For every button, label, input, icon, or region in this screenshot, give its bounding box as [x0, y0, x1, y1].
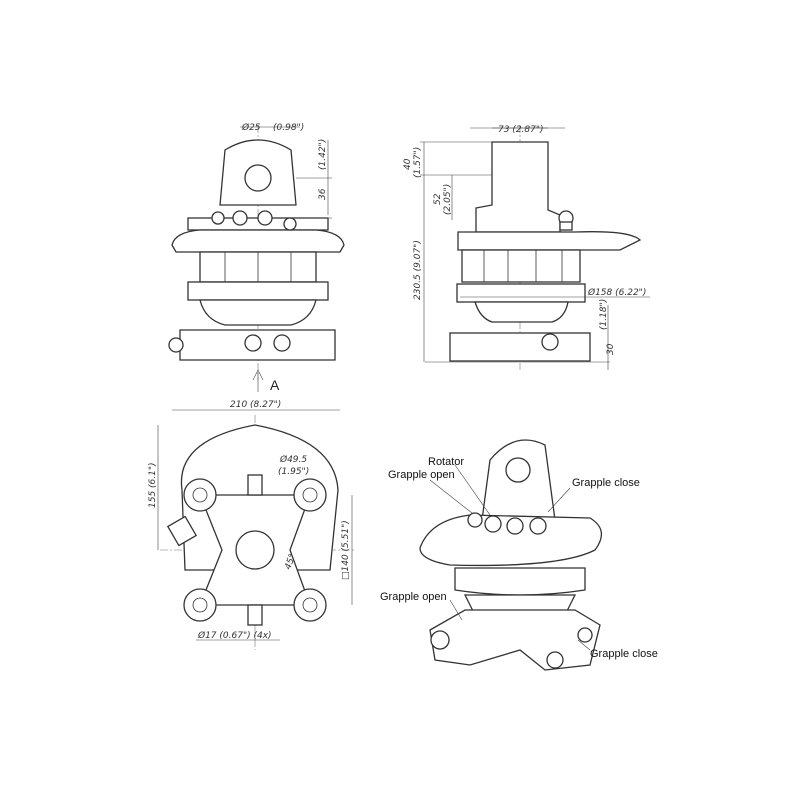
- bottom-width-label: 210 (8.27"): [230, 400, 281, 410]
- center-diameter-in-label: (1.95"): [278, 467, 309, 477]
- bottom-depth-label: 155 (6.1"): [148, 462, 158, 508]
- hydraulic-fittings: [168, 210, 297, 353]
- pin-offset-label: 36: [318, 188, 328, 200]
- total-height-label: 230.5 (9.07"): [413, 240, 423, 300]
- lower-flange: [187, 281, 329, 301]
- pin-diameter-label: Ø25: [241, 122, 261, 133]
- pin-height-in-label: (2.05"): [443, 184, 453, 215]
- pin-hole: [244, 164, 272, 192]
- view-arrow-icon: [252, 369, 264, 392]
- flange-top: [171, 229, 345, 253]
- rotator-label: Rotator: [428, 456, 464, 468]
- bolt-square-label: □140 (5.51"): [341, 520, 351, 580]
- pin-diameter-in-label: (0.98"): [273, 123, 304, 133]
- pin-offset-in-label: (1.42"): [318, 139, 328, 170]
- iso-base: [429, 609, 601, 671]
- grapple-close-top-label: Grapple close: [572, 477, 640, 489]
- side-width-label: 73 (2.87"): [498, 125, 544, 135]
- view-arrow-label: A: [270, 377, 280, 393]
- center-diameter-label: Ø49.5: [279, 454, 307, 465]
- top-height-label: 40: [403, 158, 413, 170]
- side-flange-top: [457, 231, 642, 251]
- hole-diameter-label: Ø17 (0.67") (4x): [197, 630, 272, 641]
- iso-view: Rotator Grapple open Grapple close Grapp…: [380, 439, 658, 671]
- grapple-open-top-label: Grapple open: [388, 469, 455, 481]
- center-bore: [235, 530, 275, 570]
- flange-diameter-label: Ø158 (6.22"): [587, 287, 646, 298]
- top-height-in-label: (1.57"): [413, 147, 423, 178]
- base-height-label: 30: [606, 343, 616, 355]
- side-view: 73 (2.87") 40 (1.57") 52 (2.05") 230.5 (…: [403, 125, 650, 370]
- iso-flange: [419, 514, 602, 567]
- bottom-view: 210 (8.27") 155 (6.1") Ø49.5 (1.95") □14…: [148, 400, 355, 650]
- grapple-close-bottom-label: Grapple close: [590, 648, 658, 660]
- side-lug: [475, 141, 561, 233]
- grapple-open-bottom-label: Grapple open: [380, 591, 447, 603]
- base-offset-label: (1.18"): [599, 299, 609, 330]
- front-view: Ø25 (0.98") 36 (1.42") A: [168, 122, 345, 393]
- pin-height-label: 52: [433, 193, 443, 205]
